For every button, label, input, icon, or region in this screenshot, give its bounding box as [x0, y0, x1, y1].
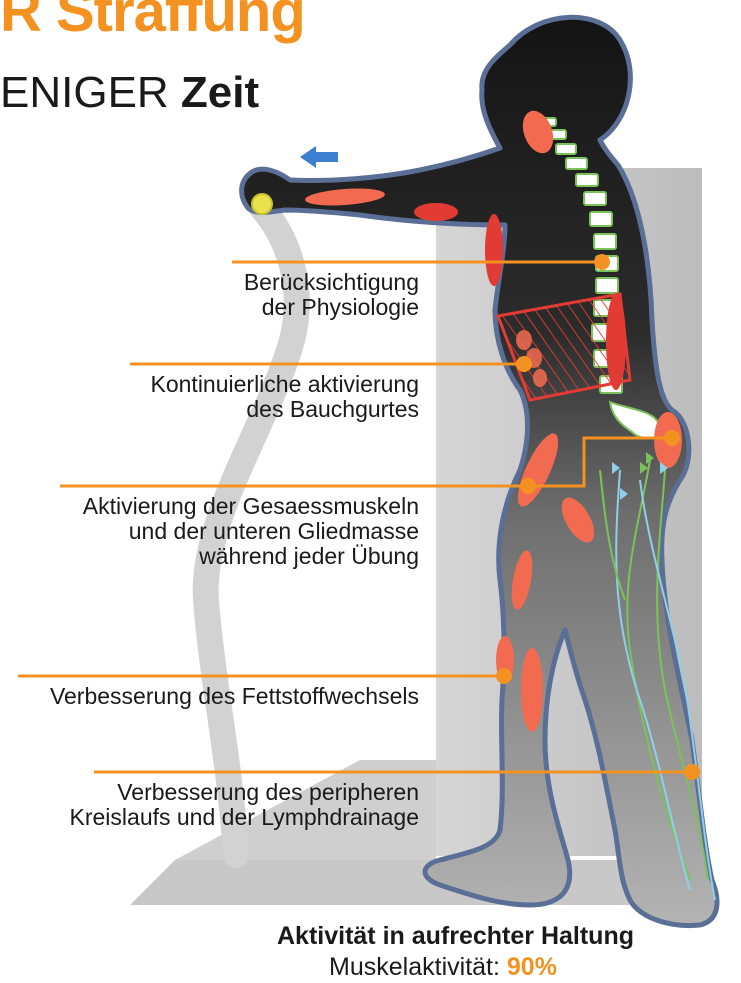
- direction-arrow-icon: [300, 146, 338, 168]
- footer-title: Aktivität in aufrechter Haltung: [170, 922, 741, 951]
- label-line: des Bauchgurtes: [151, 397, 420, 422]
- label-line: Verbesserung des Fettstoffwechsels: [50, 684, 419, 709]
- callout-dot-icon: [516, 356, 532, 372]
- label-glutes: Aktivierung der Gesaessmuskeln und der u…: [83, 494, 419, 569]
- label-line: Aktivierung der Gesaessmuskeln: [83, 494, 419, 519]
- label-line: Verbesserung des peripheren: [70, 780, 419, 805]
- chest-muscle: [485, 214, 503, 286]
- label-line: Kontinuierliche aktivierung: [151, 372, 420, 397]
- label-physiology: Berücksichtigung der Physiologie: [244, 270, 419, 320]
- biceps-muscle: [414, 203, 458, 221]
- footer-activity: Muskelaktivität: 90%: [145, 953, 741, 982]
- machine-base: [130, 860, 702, 905]
- callout-dot-icon: [520, 478, 536, 494]
- label-fat-metabolism: Verbesserung des Fettstoffwechsels: [50, 684, 419, 709]
- title-line-2: ENIGER Zeit: [0, 68, 259, 118]
- handle-grip-icon: [252, 194, 272, 214]
- label-abdominal: Kontinuierliche aktivierung des Bauchgur…: [151, 372, 420, 422]
- callout-dot-icon: [594, 254, 610, 270]
- title-line-2-bold: Zeit: [181, 68, 259, 117]
- label-line: Kreislaufs und der Lymphdrainage: [70, 805, 419, 830]
- title-line-2-prefix: ENIGER: [0, 68, 181, 117]
- label-line: Berücksichtigung: [244, 270, 419, 295]
- footer-activity-value: 90%: [507, 953, 557, 981]
- calf-muscle: [521, 648, 543, 732]
- title-line-1: R Straffung: [0, 0, 305, 45]
- label-line: während jeder Übung: [83, 544, 419, 569]
- label-line: der Physiologie: [244, 295, 419, 320]
- label-line: und der unteren Gliedmasse: [83, 519, 419, 544]
- callout-dot-icon: [684, 764, 700, 780]
- footer-activity-label: Muskelaktivität:: [329, 953, 507, 981]
- label-circulation: Verbesserung des peripheren Kreislaufs u…: [70, 780, 419, 830]
- callout-dot-icon: [496, 668, 512, 684]
- footer: Aktivität in aufrechter Haltung Muskelak…: [0, 922, 741, 982]
- callout-dot-icon: [664, 430, 680, 446]
